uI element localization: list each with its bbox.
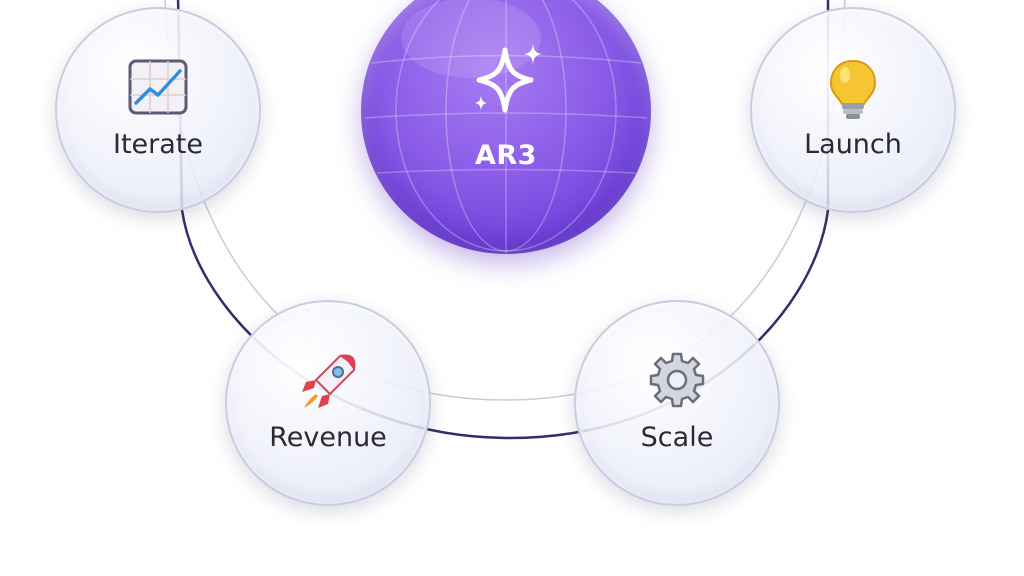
node-label-iterate: Iterate xyxy=(112,129,203,160)
node-scale[interactable]: Scale xyxy=(574,300,780,506)
lightbulb-icon xyxy=(829,59,877,119)
rocket-icon xyxy=(302,354,356,408)
node-revenue[interactable]: Revenue xyxy=(225,300,431,506)
hub-globe-grid xyxy=(364,0,648,254)
node-label-revenue: Revenue xyxy=(269,422,387,453)
gear-icon xyxy=(649,352,705,408)
node-iterate[interactable]: Iterate xyxy=(55,7,261,213)
hub-label: AR3 xyxy=(475,140,537,171)
node-label-scale: Scale xyxy=(640,422,714,453)
line-chart-icon xyxy=(128,59,188,115)
node-launch[interactable]: Launch xyxy=(750,7,956,213)
sparkle-icon xyxy=(475,44,542,113)
cycle-arc xyxy=(176,0,830,440)
node-label-launch: Launch xyxy=(804,129,902,160)
inner-arc xyxy=(164,0,846,401)
hub-ar3[interactable]: AR3 xyxy=(361,0,651,254)
